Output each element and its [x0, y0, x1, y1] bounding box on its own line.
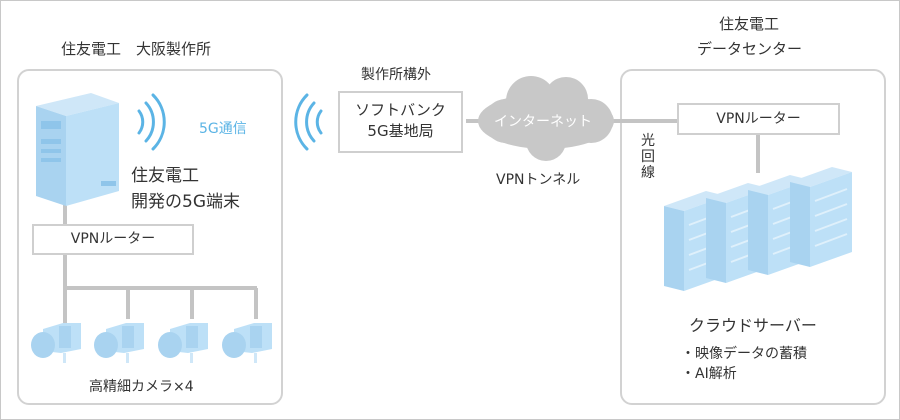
- 5g-communication-label: 5G通信: [199, 121, 247, 137]
- right-title-line2: データセンター: [697, 40, 803, 58]
- internet-label: インターネット: [494, 114, 592, 130]
- left-vpn-router: VPNルーター: [32, 224, 194, 255]
- camera-label: 高精細カメラ×4: [89, 379, 194, 395]
- bullet-video-storage: ・映像データの蓄積: [681, 346, 807, 362]
- camera-icons: [31, 323, 272, 363]
- left-panel-title: 住友電工 大阪製作所: [61, 40, 212, 58]
- internet-cloud-icon: [478, 76, 614, 161]
- cloud-server-icon: [664, 166, 853, 291]
- vpn-tunnel-label: VPNトンネル: [496, 172, 581, 188]
- wave-left-icon: [294, 93, 323, 151]
- device-label-line1: 住友電工: [131, 166, 199, 186]
- base-station-line1: ソフトバンク: [355, 101, 446, 119]
- connector-lines: [63, 119, 760, 331]
- right-title-line1: 住友電工: [719, 15, 780, 33]
- base-station-line2: 5G基地局: [367, 122, 434, 140]
- device-label-line2: 開発の5G端末: [131, 192, 240, 212]
- cloud-server-label: クラウドサーバー: [689, 316, 817, 335]
- base-station-box: ソフトバンク 5G基地局: [338, 91, 463, 153]
- 5g-terminal-icon: [36, 93, 119, 206]
- fiber-line-label: 光回線: [641, 133, 655, 181]
- wave-right-icon: [137, 93, 166, 151]
- outside-plant-label: 製作所構外: [361, 67, 431, 83]
- right-vpn-router-label: VPNルーター: [716, 111, 801, 127]
- right-vpn-router: VPNルーター: [677, 103, 840, 135]
- bullet-ai-analysis: ・AI解析: [681, 366, 737, 382]
- camera-icon: [31, 323, 81, 363]
- left-vpn-router-label: VPNルーター: [70, 231, 156, 247]
